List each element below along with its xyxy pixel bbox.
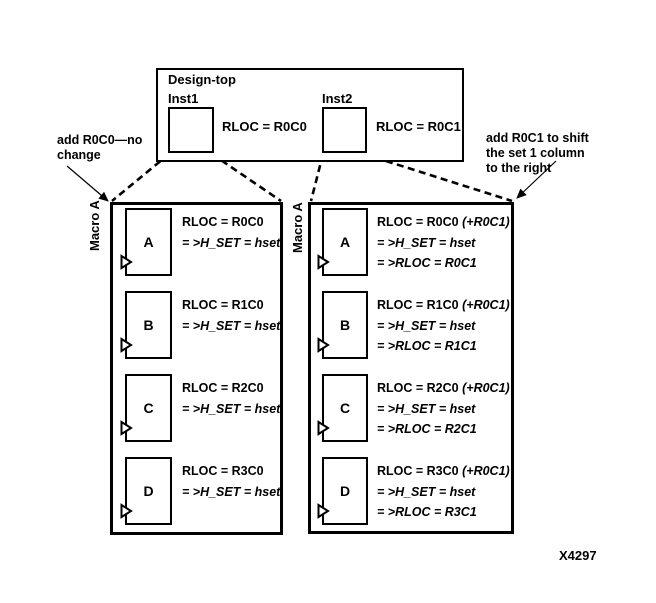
clock-wedge-icon — [317, 337, 330, 353]
cell-rloc-line: RLOC = R1C0 (+R0C1) — [377, 295, 510, 316]
right-annotation-line2: the set 1 column — [486, 146, 585, 160]
clock-wedge-icon — [317, 254, 330, 270]
cell-set0-B-letter: B — [143, 317, 154, 333]
cell-set0-A: A — [120, 208, 172, 276]
cell-set0-A-text: RLOC = R0C0 = >H_SET = hset — [182, 212, 280, 253]
cell-set0-D: D — [120, 457, 172, 525]
cell-rloc-add: (+R0C1) — [462, 298, 510, 312]
cell-newrloc-line: = >RLOC = R1C1 — [377, 339, 477, 353]
cell-rloc-add: (+R0C1) — [462, 381, 510, 395]
inst2-label: Inst2 — [322, 91, 353, 106]
cell-set1-A-letter: A — [339, 234, 351, 250]
cell-set1-D-letter: D — [339, 483, 351, 499]
cell-rloc-add: (+R0C1) — [462, 215, 510, 229]
cell-rloc-value: RLOC = R0C0 — [377, 215, 459, 229]
clock-wedge-icon — [120, 503, 133, 519]
cell-mapping-line: = >H_SET = hset — [377, 235, 476, 250]
cell-rloc-line: RLOC = R1C0 — [182, 298, 264, 312]
cell-set1-B-text: RLOC = R1C0 (+R0C1) = >H_SET = hset = >R… — [377, 295, 510, 357]
design-top-title: Design-top — [168, 72, 236, 87]
right-annotation-line3: to the right — [486, 161, 552, 175]
left-annotation: add R0C0—no change — [57, 133, 142, 163]
cell-mapping-line: = >H_SET = hset — [182, 401, 281, 416]
cell-newrloc-line: = >RLOC = R3C1 — [377, 505, 477, 519]
cell-newrloc-line: = >RLOC = R2C1 — [377, 422, 477, 436]
clock-wedge-icon — [317, 503, 330, 519]
cell-rloc-line: RLOC = R2C0 — [182, 381, 264, 395]
cell-mapping-line: = >H_SET = hset — [182, 484, 281, 499]
cell-set1-B: B — [317, 291, 368, 359]
inst2-rloc-label: RLOC = R0C1 — [376, 119, 461, 134]
cell-rloc-value: RLOC = R2C0 — [377, 381, 459, 395]
cell-set1-A-text: RLOC = R0C0 (+R0C1) = >H_SET = hset = >R… — [377, 212, 510, 274]
cell-mapping-line: = >H_SET = hset — [182, 235, 281, 250]
cell-rloc-value: RLOC = R1C0 — [377, 298, 459, 312]
cell-set0-C-text: RLOC = R2C0 = >H_SET = hset — [182, 378, 280, 419]
cell-mapping-line: = >H_SET = hset — [377, 318, 476, 333]
left-annotation-line2: change — [57, 148, 101, 162]
cell-mapping-line: = >H_SET = hset — [182, 318, 281, 333]
cell-rloc-add: (+R0C1) — [462, 464, 510, 478]
cell-set1-B-letter: B — [339, 317, 351, 333]
left-annotation-arrow — [66, 165, 109, 202]
cell-set1-C: C — [317, 374, 368, 442]
cell-set1-C-letter: C — [339, 400, 351, 416]
cell-set0-D-letter: D — [143, 483, 154, 499]
macro-a-set0-label: Macro A — [87, 200, 102, 251]
cell-set1-D-text: RLOC = R3C0 (+R0C1) = >H_SET = hset = >R… — [377, 461, 510, 523]
cell-rloc-line: RLOC = R0C0 — [182, 215, 264, 229]
inst1-label: Inst1 — [168, 91, 199, 106]
figure-id: X4297 — [559, 548, 597, 563]
cell-set0-D-text: RLOC = R3C0 = >H_SET = hset — [182, 461, 280, 502]
cell-newrloc-line: = >RLOC = R0C1 — [377, 256, 477, 270]
cell-mapping-line: = >H_SET = hset — [377, 401, 476, 416]
macro-a-set1-label: Macro A — [290, 202, 305, 253]
inst1-rloc-label: RLOC = R0C0 — [222, 119, 307, 134]
cell-rloc-value: RLOC = R3C0 — [377, 464, 459, 478]
right-annotation-line1: add R0C1 to shift — [486, 131, 589, 145]
cell-rloc-line: RLOC = R2C0 (+R0C1) — [377, 378, 510, 399]
cell-set1-D: D — [317, 457, 368, 525]
cell-rloc-line: RLOC = R3C0 (+R0C1) — [377, 461, 510, 482]
cell-set0-B-text: RLOC = R1C0 = >H_SET = hset — [182, 295, 280, 336]
cell-set0-C: C — [120, 374, 172, 442]
cell-set0-B: B — [120, 291, 172, 359]
cell-rloc-line: RLOC = R0C0 (+R0C1) — [377, 212, 510, 233]
clock-wedge-icon — [120, 420, 133, 436]
clock-wedge-icon — [120, 254, 133, 270]
inst1-box — [168, 107, 214, 153]
cell-set0-A-letter: A — [143, 234, 154, 250]
cell-set1-C-text: RLOC = R2C0 (+R0C1) = >H_SET = hset = >R… — [377, 378, 510, 440]
right-annotation: add R0C1 to shift the set 1 column to th… — [486, 131, 589, 176]
left-annotation-line1: add R0C0—no — [57, 133, 143, 147]
clock-wedge-icon — [120, 337, 133, 353]
cell-set1-A: A — [317, 208, 368, 276]
clock-wedge-icon — [317, 420, 330, 436]
inst2-box — [322, 107, 367, 153]
cell-mapping-line: = >H_SET = hset — [377, 484, 476, 499]
cell-rloc-line: RLOC = R3C0 — [182, 464, 264, 478]
cell-set0-C-letter: C — [143, 400, 154, 416]
